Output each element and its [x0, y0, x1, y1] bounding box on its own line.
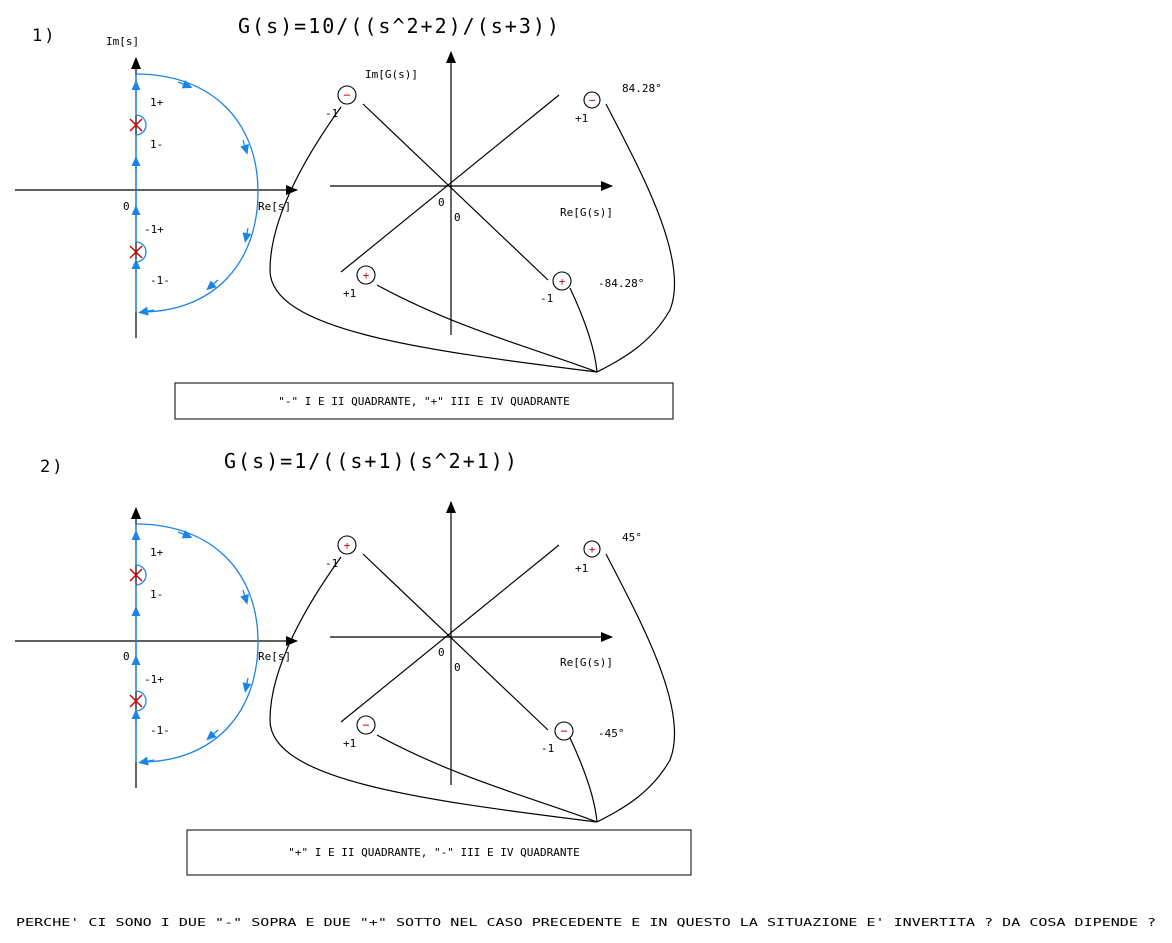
marker-label: -1	[325, 557, 338, 570]
path-arrow	[177, 529, 193, 539]
path-arrow	[177, 79, 193, 89]
sign-marker-upper-right: − +1	[575, 91, 601, 125]
sign-symbol: −	[560, 724, 567, 738]
origin-label: 0	[454, 661, 461, 674]
path-arrow	[206, 279, 219, 291]
point-label: -1+	[144, 223, 164, 236]
nyquist-plot	[269, 553, 676, 823]
marker-label: +1	[343, 287, 356, 300]
re-g-axis-label: Re[G(s)]	[560, 206, 613, 219]
sign-marker-lower-right: − -1	[541, 721, 574, 755]
note-box: "+" I E II QUADRANTE, "-" III E IV QUADR…	[186, 829, 692, 876]
marker-label: +1	[575, 562, 588, 575]
point-label: -1-	[150, 724, 170, 737]
path-arrow	[240, 139, 249, 155]
origin-label: 0	[123, 200, 130, 213]
marker-label: +1	[343, 737, 356, 750]
transfer-function-title: G(s)=10/((s^2+2)/(s+3))	[238, 14, 561, 38]
sign-marker-upper-right: + +1	[575, 540, 601, 575]
nyquist-plot	[269, 103, 676, 373]
note-text: "-" I E II QUADRANTE, "+" III E IV QUADR…	[278, 395, 569, 408]
angle-label: 84.28°	[622, 82, 662, 95]
nyquist-contour	[131, 523, 259, 766]
marker-label: -1	[540, 292, 553, 305]
diagonal-line	[340, 94, 560, 273]
point-label: 1-	[150, 138, 163, 151]
pole-marker	[129, 568, 143, 582]
point-label: 1+	[150, 96, 164, 109]
question-text: PERCHE' CI SONO I DUE "-" SOPRA E DUE "+…	[16, 916, 1156, 929]
diagonal-line	[362, 103, 549, 281]
sign-marker-lower-left: + +1	[343, 265, 376, 300]
g-plane: Im[G(s)] Re[G(s)] 0 0 − -1 − +1	[269, 51, 676, 373]
origin-label: 0	[123, 650, 130, 663]
sign-symbol: +	[363, 269, 370, 282]
sign-marker-upper-left: − -1	[325, 85, 357, 120]
point-label: -1+	[144, 673, 164, 686]
note-text: "+" I E II QUADRANTE, "-" III E IV QUADR…	[288, 846, 579, 859]
origin-label: 0	[454, 211, 461, 224]
s-plane: Im[s] Re[s] 0	[15, 35, 298, 338]
angle-label: -45°	[598, 727, 625, 740]
re-g-axis-label: Re[G(s)]	[560, 656, 613, 669]
sign-marker-upper-left: + -1	[325, 535, 357, 570]
diagram-number: 1)	[32, 26, 56, 46]
sign-marker-lower-right: + -1	[540, 271, 572, 305]
s-plane: Re[s] 0	[15, 507, 298, 788]
pole-marker	[129, 694, 143, 708]
marker-label: -1	[325, 107, 338, 120]
diagram-1: 1) G(s)=10/((s^2+2)/(s+3)) Im[s] Re[s] 0	[15, 14, 676, 420]
marker-label: -1	[541, 742, 554, 755]
path-arrow	[240, 589, 249, 605]
pole-marker	[129, 245, 143, 259]
sign-marker-lower-left: − +1	[343, 715, 376, 750]
g-plane: Re[G(s)] 0 0 + -1 + +1	[269, 501, 676, 823]
path-arrow	[138, 756, 155, 766]
im-g-axis-label: Im[G(s)]	[365, 68, 418, 81]
point-label: -1-	[150, 274, 170, 287]
path-arrow	[206, 729, 219, 741]
diagram-2: 2) G(s)=1/((s+1)(s^2+1)) Re[s] 0	[15, 449, 692, 876]
path-arrow	[138, 306, 155, 316]
marker-label: +1	[575, 112, 588, 125]
point-label: 1-	[150, 588, 163, 601]
sign-symbol: −	[589, 94, 596, 107]
origin-label: 0	[438, 196, 445, 209]
pole-marker	[129, 118, 143, 132]
origin-label: 0	[438, 646, 445, 659]
diagonal-line	[362, 553, 549, 731]
sign-symbol: +	[589, 543, 596, 556]
path-arrow	[242, 227, 252, 243]
sign-symbol: +	[559, 275, 566, 288]
path-arrow	[242, 677, 252, 693]
diagram-number: 2)	[40, 457, 64, 477]
angle-label: 45°	[622, 531, 642, 544]
diagonal-line	[340, 544, 560, 723]
nyquist-contour	[131, 73, 259, 316]
transfer-function-title: G(s)=1/((s+1)(s^2+1))	[224, 449, 519, 473]
sign-symbol: −	[362, 718, 369, 732]
point-label: 1+	[150, 546, 164, 559]
angle-label: -84.28°	[598, 277, 644, 290]
sign-symbol: +	[344, 539, 351, 552]
note-box: "-" I E II QUADRANTE, "+" III E IV QUADR…	[174, 382, 674, 420]
im-s-axis-label: Im[s]	[106, 35, 139, 48]
sign-symbol: −	[343, 88, 350, 102]
